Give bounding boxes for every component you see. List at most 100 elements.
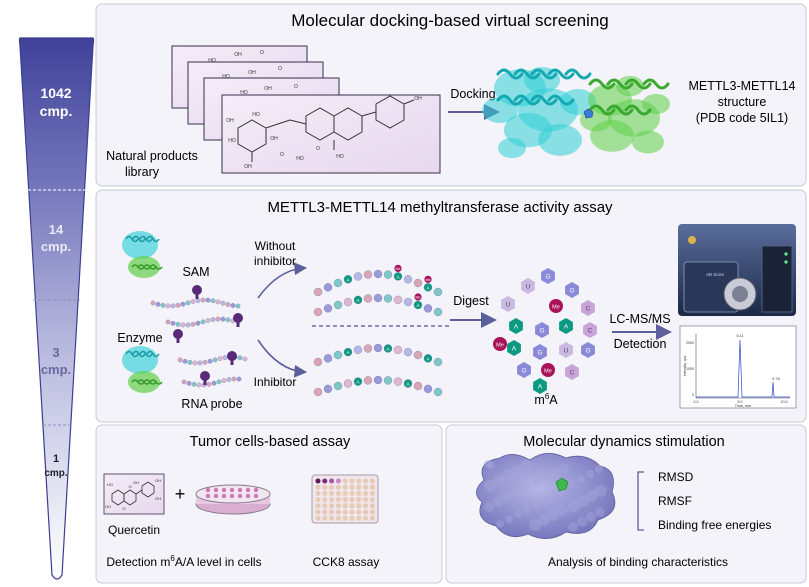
probe-bead xyxy=(150,300,156,306)
surface-bump xyxy=(595,485,607,497)
strand-node xyxy=(373,293,383,303)
chem-label: HO xyxy=(252,112,260,118)
enzyme-helix xyxy=(149,264,163,270)
plate-well xyxy=(349,484,355,490)
nucleoside-u xyxy=(521,278,535,294)
surface-bump xyxy=(529,519,541,531)
enzyme-helix xyxy=(132,350,146,358)
strand-node xyxy=(423,304,433,313)
nucleoside-label: G xyxy=(585,348,590,355)
flavonoid-molecule xyxy=(237,95,415,162)
enzyme-helix xyxy=(146,350,160,358)
inhibitor-label: Inhibitor xyxy=(254,375,297,389)
probe-bead xyxy=(170,320,176,326)
surface-bump xyxy=(586,470,594,478)
detection-level-pre: Detection m xyxy=(106,555,170,569)
strand-node xyxy=(343,297,353,307)
nucleoside-label: C xyxy=(588,328,593,335)
helix-cyan xyxy=(564,68,592,80)
strand-node xyxy=(333,350,343,360)
strand-node xyxy=(413,381,423,391)
strand-node xyxy=(323,384,333,394)
chem-label: OH xyxy=(264,86,272,92)
chrom-xlabel: Time, min xyxy=(735,404,752,408)
sam-label: SAM xyxy=(182,265,209,279)
strand-node xyxy=(403,379,413,388)
plate-well xyxy=(329,490,335,496)
nucleoside-label: Me xyxy=(496,343,504,349)
methyl-node-label: Me xyxy=(416,296,421,300)
helix-cyan xyxy=(547,94,575,106)
probe-bead xyxy=(187,360,193,365)
helix-cyan xyxy=(513,68,541,80)
enzyme-helix xyxy=(139,235,153,243)
nucleoside-a xyxy=(507,340,521,356)
plate-well xyxy=(322,497,328,503)
dish-cell xyxy=(229,487,235,493)
strand-node xyxy=(373,375,383,385)
plate-well xyxy=(369,478,375,484)
chem-label: HO xyxy=(296,156,304,162)
surface-bump xyxy=(496,520,504,528)
strand-node xyxy=(333,278,343,288)
strand-node-label: A xyxy=(346,350,349,355)
nucleoside-a xyxy=(559,318,573,334)
plate-well xyxy=(322,509,328,515)
plate-well xyxy=(369,490,375,496)
funnel-unit-1: cmp. xyxy=(44,468,68,479)
chem-label: OH xyxy=(226,118,234,124)
probe-bead xyxy=(220,316,226,322)
sam-molecule-tail xyxy=(195,294,199,299)
enzyme-mettl3 xyxy=(122,346,158,374)
strand-node xyxy=(413,300,423,310)
probe-bead xyxy=(191,382,197,387)
plate-well xyxy=(322,515,328,521)
probe-bead xyxy=(216,379,222,385)
protein-domain-cyan xyxy=(498,137,526,159)
surface-bump xyxy=(484,502,494,512)
probe-bead xyxy=(177,357,183,363)
plate-well xyxy=(315,503,321,509)
surface-bump xyxy=(502,492,512,502)
m6a-label-sup: 6 xyxy=(545,392,550,401)
plate-well xyxy=(369,515,375,521)
enzyme-helix xyxy=(146,235,160,243)
sam-molecule xyxy=(173,329,183,339)
probe-bead xyxy=(225,317,231,323)
surface-bump xyxy=(511,487,521,497)
probe-bead xyxy=(195,320,201,326)
structure-label-line2: structure xyxy=(718,95,767,109)
quercetin-chem-label: HO xyxy=(107,482,113,487)
surface-bump xyxy=(586,490,598,502)
plate-well xyxy=(363,478,369,484)
dish-cell xyxy=(245,493,251,499)
plate-well xyxy=(335,490,341,496)
detection-level-post: A/A level in cells xyxy=(175,555,262,569)
screening-funnel: 1042 cmp. 14 cmp. 3 cmp. 1 cmp. xyxy=(18,37,95,580)
plate-well xyxy=(329,503,335,509)
plate-well xyxy=(329,509,335,515)
quercetin-chem-label: OH xyxy=(155,496,161,501)
surface-bump xyxy=(559,463,569,473)
probe-bead xyxy=(231,376,237,382)
strand-node xyxy=(393,295,403,305)
nucleoside-label: G xyxy=(545,274,550,281)
plate-well xyxy=(356,515,362,521)
detection-label: Detection xyxy=(614,337,667,351)
plate-well xyxy=(363,497,369,503)
nucleoside-c xyxy=(583,322,597,338)
without-inhibitor-label-2: inhibitor xyxy=(254,254,296,268)
plate-well xyxy=(322,484,328,490)
chem-label: OH xyxy=(244,164,252,170)
methyl-node xyxy=(424,275,432,283)
plate-well xyxy=(329,484,335,490)
plate-well xyxy=(335,497,341,503)
probe-bead xyxy=(222,355,228,360)
plate-well xyxy=(363,515,369,521)
nucleoside-g xyxy=(565,282,579,298)
m6a-label-m: m xyxy=(534,393,544,407)
chem-label: O xyxy=(294,84,298,90)
strand-node xyxy=(403,347,413,357)
